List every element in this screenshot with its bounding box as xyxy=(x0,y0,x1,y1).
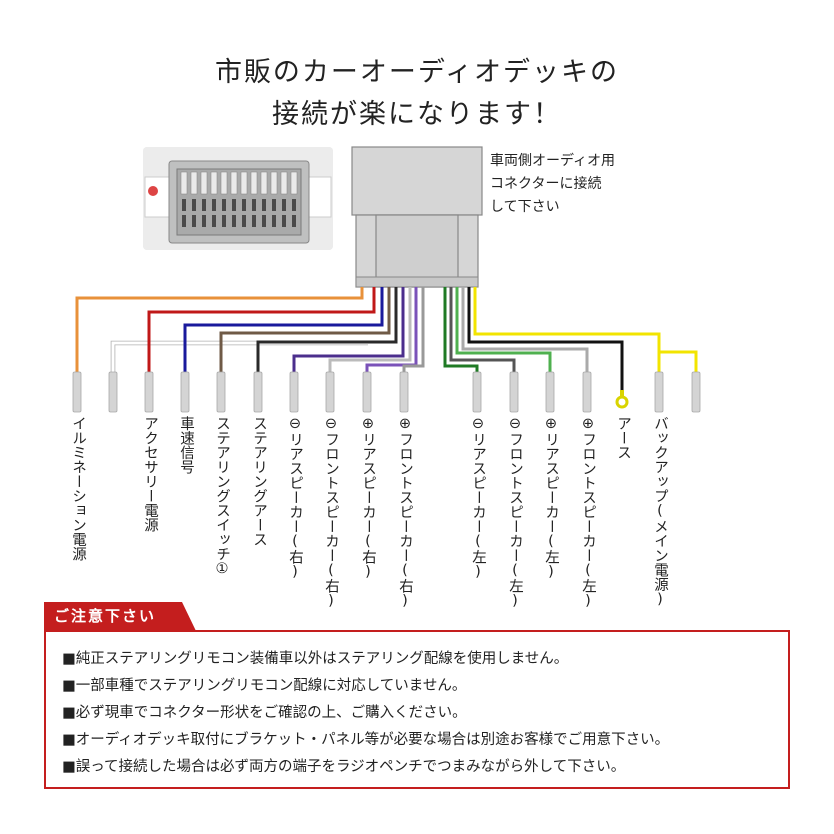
connector-note-line-2: コネクターに接続 xyxy=(490,176,602,192)
wire-5 xyxy=(219,287,391,392)
wire-17 xyxy=(660,350,698,392)
caution-title: ご注意下さい xyxy=(44,602,196,631)
wire-label-11: ⊖リアスピーカー(左) xyxy=(470,416,486,580)
wire-label-6: ステアリングアース xyxy=(251,416,267,547)
ground-ring-terminal xyxy=(615,395,629,409)
terminal-1 xyxy=(72,371,82,413)
caution-line-5: ■誤って接続した場合は必ず両方の端子をラジオペンチでつまみながら外して下さい。 xyxy=(62,759,626,775)
terminal-17 xyxy=(691,371,701,413)
wire-16 xyxy=(473,287,661,392)
wire-15 xyxy=(467,287,624,392)
terminal-3 xyxy=(144,371,154,413)
wire-label-7: ⊖リアスピーカー(右) xyxy=(287,416,303,580)
terminal-16 xyxy=(654,371,664,413)
wire-label-10: ⊕フロントスピーカー(右) xyxy=(397,416,413,609)
connector-photo xyxy=(143,147,333,250)
wire-6 xyxy=(256,287,398,392)
caution-line-1: ■純正ステアリングリモコン装備車以外はステアリング配線を使用しません。 xyxy=(62,651,569,667)
wire-1 xyxy=(75,287,364,392)
terminal-6 xyxy=(253,371,263,413)
wire-label-16: バックアップ(メイン電源) xyxy=(652,416,668,608)
wire-label-1: イルミネーション電源 xyxy=(70,416,86,561)
wire-label-4: 車速信号 xyxy=(178,416,194,474)
ground-ring-stem xyxy=(620,390,624,398)
caution-box: ■純正ステアリングリモコン装備車以外はステアリング配線を使用しません。 ■一部車… xyxy=(44,630,790,789)
caution-line-3: ■必ず現車でコネクター形状をご確認の上、ご購入ください。 xyxy=(62,705,467,721)
terminal-7 xyxy=(289,371,299,413)
terminal-14 xyxy=(582,371,592,413)
terminal-4 xyxy=(180,371,190,413)
wire-3 xyxy=(147,287,376,392)
wire-label-14: ⊕フロントスピーカー(左) xyxy=(580,416,596,609)
wire-7 xyxy=(292,287,405,392)
wire-label-8: ⊖フロントスピーカー(右) xyxy=(323,416,339,609)
wire-13 xyxy=(455,287,552,392)
terminal-13 xyxy=(545,371,555,413)
terminal-8 xyxy=(325,371,335,413)
wire-label-13: ⊕リアスピーカー(左) xyxy=(543,416,559,580)
terminal-5 xyxy=(216,371,226,413)
connector-body xyxy=(351,146,483,288)
wire-label-5: ステアリングスイッチ① xyxy=(214,416,230,577)
terminal-10 xyxy=(399,371,409,413)
connector-note-line-1: 車両側オーディオ用 xyxy=(490,153,616,169)
wire-label-15: アース xyxy=(615,416,631,460)
wire-12 xyxy=(449,287,516,392)
connector-note-line-3: して下さい xyxy=(490,199,560,215)
terminal-11 xyxy=(472,371,482,413)
caution-line-2: ■一部車種でステアリングリモコン配線に対応していません。 xyxy=(62,678,467,694)
caution-line-4: ■オーディオデッキ取付にブラケット・パネル等が必要な場合は別途お客様でご用意下さ… xyxy=(62,732,670,748)
heading-line-1: 市販のカーオーディオデッキの xyxy=(214,57,620,88)
terminal-12 xyxy=(509,371,519,413)
wire-label-12: ⊖フロントスピーカー(左) xyxy=(507,416,523,609)
wire-label-9: ⊕リアスピーカー(右) xyxy=(360,416,376,580)
heading-line-2: 接続が楽になります！ xyxy=(272,99,562,130)
wiring-diagram xyxy=(72,146,701,413)
terminal-2 xyxy=(108,371,118,413)
terminal-9 xyxy=(362,371,372,413)
wire-14 xyxy=(461,287,589,392)
wire-label-3: アクセサリー電源 xyxy=(142,416,158,532)
wire-4 xyxy=(183,287,384,392)
